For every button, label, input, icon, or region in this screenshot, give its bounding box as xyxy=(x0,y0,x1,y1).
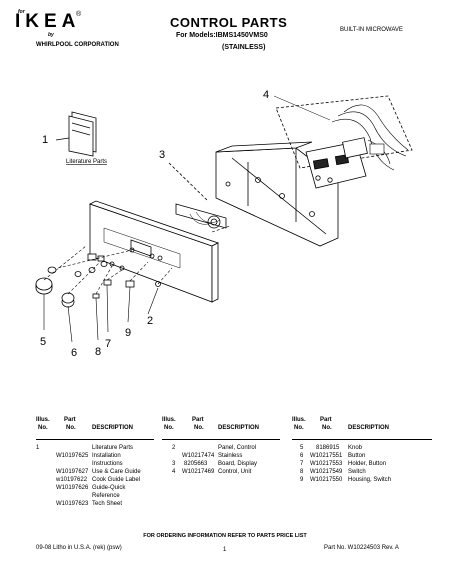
callout-9: 9 xyxy=(125,327,131,339)
header-part-no: No. xyxy=(194,425,204,431)
page-number: 1 xyxy=(223,547,227,553)
callout-3: 3 xyxy=(159,149,165,161)
header-description: DESCRIPTION xyxy=(348,425,390,431)
header-no: No. xyxy=(294,425,304,431)
registered-mark: ® xyxy=(76,11,82,18)
table-header: Illus. No. Part No. DESCRIPTION xyxy=(162,417,280,440)
header-illus: Illus. xyxy=(292,417,306,423)
callout-1: 1 xyxy=(42,134,48,146)
model-variant: (STAINLESS) xyxy=(222,44,266,51)
callout-2: 2 xyxy=(147,315,153,327)
header-no: No. xyxy=(164,425,174,431)
table-header: Illus. No. Part No. DESCRIPTION xyxy=(36,417,154,440)
document-part-number: Part No. W10224503 Rev. A xyxy=(324,545,399,551)
control-unit-board xyxy=(305,137,368,189)
wire-harness xyxy=(331,104,409,171)
callout-6: 6 xyxy=(71,347,77,359)
callout-8: 8 xyxy=(95,346,101,358)
literature-booklet xyxy=(68,111,97,157)
table-row: Instructions xyxy=(92,461,123,467)
assembly-lines xyxy=(43,225,231,295)
header-no: No. xyxy=(38,425,48,431)
header-part-no: No. xyxy=(66,425,76,431)
header-part: Part xyxy=(64,417,76,423)
callout-5: 5 xyxy=(40,336,46,348)
callout-leaders xyxy=(43,284,159,343)
control-panel xyxy=(88,200,220,303)
header-description: DESCRIPTION xyxy=(92,425,134,431)
header-part: Part xyxy=(192,417,204,423)
product-category: BUILT-IN MICROWAVE xyxy=(340,27,403,33)
table-row: Reference xyxy=(92,493,120,499)
knob xyxy=(35,277,53,295)
model-number: For Models:IBMS1450VMS0 xyxy=(176,32,268,39)
page-title: CONTROL PARTS xyxy=(170,15,288,30)
whirlpool-logo: WHIRLPOOL CORPORATION xyxy=(36,42,119,48)
switch-and-holder-parts xyxy=(47,247,163,299)
control-unit-box xyxy=(275,95,413,169)
header-illus: Illus. xyxy=(162,417,176,423)
callout-7: 7 xyxy=(105,338,111,350)
table-header: Illus. No. Part No. DESCRIPTION xyxy=(292,417,432,440)
button xyxy=(61,292,75,308)
ikea-logo: IKEA xyxy=(15,11,81,32)
header-part-no: No. xyxy=(322,425,332,431)
ordering-note: FOR ORDERING INFORMATION REFER TO PARTS … xyxy=(143,533,307,539)
header-part: Part xyxy=(320,417,332,423)
header-description: DESCRIPTION xyxy=(218,425,260,431)
litho-info: 09-08 Litho in U.S.A. (rek) (psw) xyxy=(36,545,122,551)
logo-by-text: by xyxy=(48,32,54,38)
display-board xyxy=(175,203,227,229)
logo-for-text: for xyxy=(18,9,25,15)
callout-4: 4 xyxy=(263,89,269,101)
header-illus: Illus. xyxy=(36,417,50,423)
exploded-parts-diagram: 1 2 3 4 5 6 7 8 9 Literature Parts xyxy=(35,89,413,359)
literature-parts-caption: Literature Parts xyxy=(66,159,107,165)
control-unit-housing xyxy=(215,141,339,247)
